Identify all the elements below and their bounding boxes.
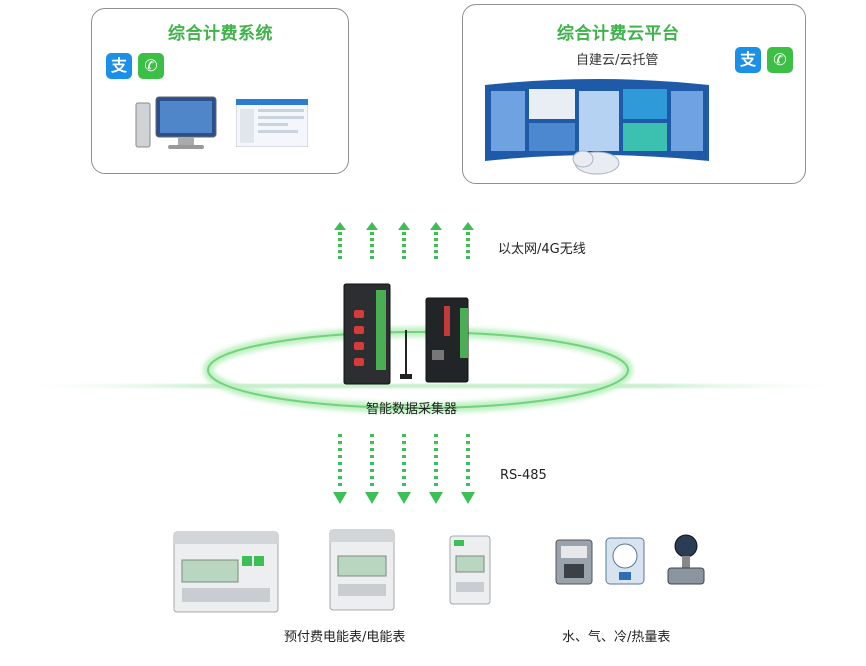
local-system-title: 综合计费系统 [168, 24, 273, 44]
down-arrow-icon [365, 434, 379, 504]
up-arrow-icon [430, 222, 442, 259]
collector-label: 智能数据采集器 [366, 402, 458, 417]
down-arrow-icon [397, 434, 411, 504]
cloud-platform-title: 综合计费云平台 [557, 24, 680, 44]
utility-meters-label: 水、气、冷/热量表 [562, 630, 671, 645]
cloud-platform-subtitle: 自建云/云托管 [576, 53, 659, 68]
up-arrow-icon [366, 222, 378, 259]
billing-software-screenshot [236, 99, 308, 147]
horizontal-glow-line [0, 384, 866, 388]
single-phase-meter-icon [329, 529, 395, 611]
desktop-computer-icon [135, 96, 217, 149]
down-arrow-icon [333, 434, 347, 504]
electric-meters-icon [173, 529, 491, 613]
utility-meters-icon [555, 534, 705, 585]
up-arrow-icon [462, 222, 474, 259]
ring-inner [207, 331, 629, 409]
up-arrow-icon [334, 222, 346, 259]
electric-meters-label: 预付费电能表/电能表 [284, 630, 406, 645]
alipay-icon: 支 [106, 53, 132, 79]
down-arrow-icon [461, 434, 475, 504]
cloud-billing-platform-card: 综合计费云平台 自建云/云托管 支 ✆ [462, 4, 806, 184]
water-meter-icon [605, 537, 645, 585]
downlink-label: RS-485 [500, 468, 547, 483]
din-rail-meter-icon [449, 535, 491, 605]
three-phase-meter-icon [173, 531, 279, 613]
gas-meter-icon [555, 539, 593, 585]
data-collector-device-icon [343, 283, 469, 385]
wechat-icon: ✆ [767, 47, 793, 73]
cloud-dashboard-wall-icon [485, 79, 709, 175]
uplink-label: 以太网/4G无线 [498, 242, 586, 257]
heat-meter-icon [667, 534, 705, 585]
downlink-arrows [333, 434, 475, 504]
local-billing-system-card: 综合计费系统 支 ✆ [91, 8, 349, 174]
alipay-icon: 支 [735, 47, 761, 73]
uplink-arrows [334, 222, 474, 259]
wechat-icon: ✆ [138, 53, 164, 79]
up-arrow-icon [398, 222, 410, 259]
down-arrow-icon [429, 434, 443, 504]
